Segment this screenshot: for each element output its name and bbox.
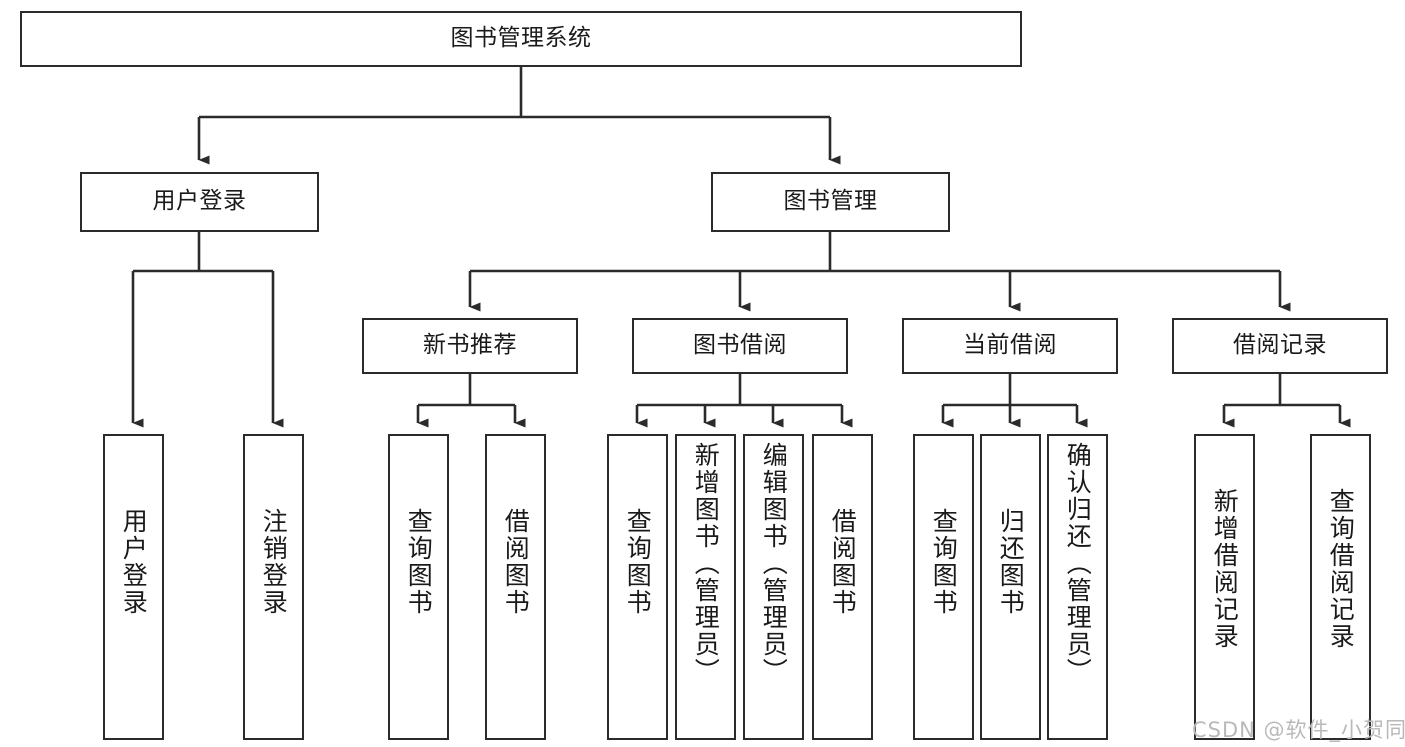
node-label: 借阅图书 <box>828 508 858 616</box>
node-new-book-recommend[interactable]: 新书推荐 <box>362 318 578 374</box>
node-label: 新增借阅记录 <box>1210 488 1240 650</box>
node-user-login[interactable]: 用户登录 <box>80 172 319 232</box>
leaf-node-user-logout[interactable]: 注销登录 <box>243 434 304 740</box>
node-label: 查询图书 <box>404 508 434 616</box>
node-label: 图书管理系统 <box>450 25 592 52</box>
leaf-node-query-borrow-record[interactable]: 查询借阅记录 <box>1310 434 1371 740</box>
node-book-borrow[interactable]: 图书借阅 <box>632 318 848 374</box>
leaf-node-add-book-admin[interactable]: 新增图书（管理员） <box>675 434 736 740</box>
node-borrow-record[interactable]: 借阅记录 <box>1172 318 1388 374</box>
node-label: 图书管理 <box>783 188 878 215</box>
node-label: 当前借阅 <box>963 332 1057 359</box>
node-label: 确认归还（管理员） <box>1063 442 1093 685</box>
leaf-node-return-book[interactable]: 归还图书 <box>980 434 1041 740</box>
csdn-watermark: CSDN @软件_小贺同学 <box>1192 718 1405 742</box>
node-label: 新书推荐 <box>423 332 517 359</box>
leaf-node-borrow-book-recommend[interactable]: 借阅图书 <box>485 434 546 740</box>
node-label: 用户登录 <box>119 508 149 616</box>
node-label: 图书借阅 <box>693 332 787 359</box>
node-label: 借阅记录 <box>1233 332 1327 359</box>
node-label: 用户登录 <box>152 188 247 215</box>
leaf-node-edit-book-admin[interactable]: 编辑图书（管理员） <box>743 434 804 740</box>
node-label: 归还图书 <box>996 508 1026 616</box>
node-label: 查询图书 <box>623 508 653 616</box>
node-label: 注销登录 <box>259 508 289 616</box>
leaf-node-user-login[interactable]: 用户登录 <box>103 434 164 740</box>
node-label: 新增图书（管理员） <box>691 442 721 685</box>
node-current-borrow[interactable]: 当前借阅 <box>902 318 1118 374</box>
leaf-node-query-book-current[interactable]: 查询图书 <box>913 434 974 740</box>
node-label: 查询借阅记录 <box>1326 488 1356 650</box>
node-label: 查询图书 <box>929 508 959 616</box>
node-label: 借阅图书 <box>501 508 531 616</box>
leaf-node-add-borrow-record[interactable]: 新增借阅记录 <box>1194 434 1255 740</box>
leaf-node-query-book-borrow[interactable]: 查询图书 <box>607 434 668 740</box>
node-book-management-system[interactable]: 图书管理系统 <box>20 11 1022 67</box>
leaf-node-confirm-return-admin[interactable]: 确认归还（管理员） <box>1047 434 1108 740</box>
leaf-node-borrow-book[interactable]: 借阅图书 <box>812 434 873 740</box>
leaf-node-query-book-recommend[interactable]: 查询图书 <box>388 434 449 740</box>
node-book-manage[interactable]: 图书管理 <box>711 172 950 232</box>
node-label: 编辑图书（管理员） <box>759 442 789 685</box>
